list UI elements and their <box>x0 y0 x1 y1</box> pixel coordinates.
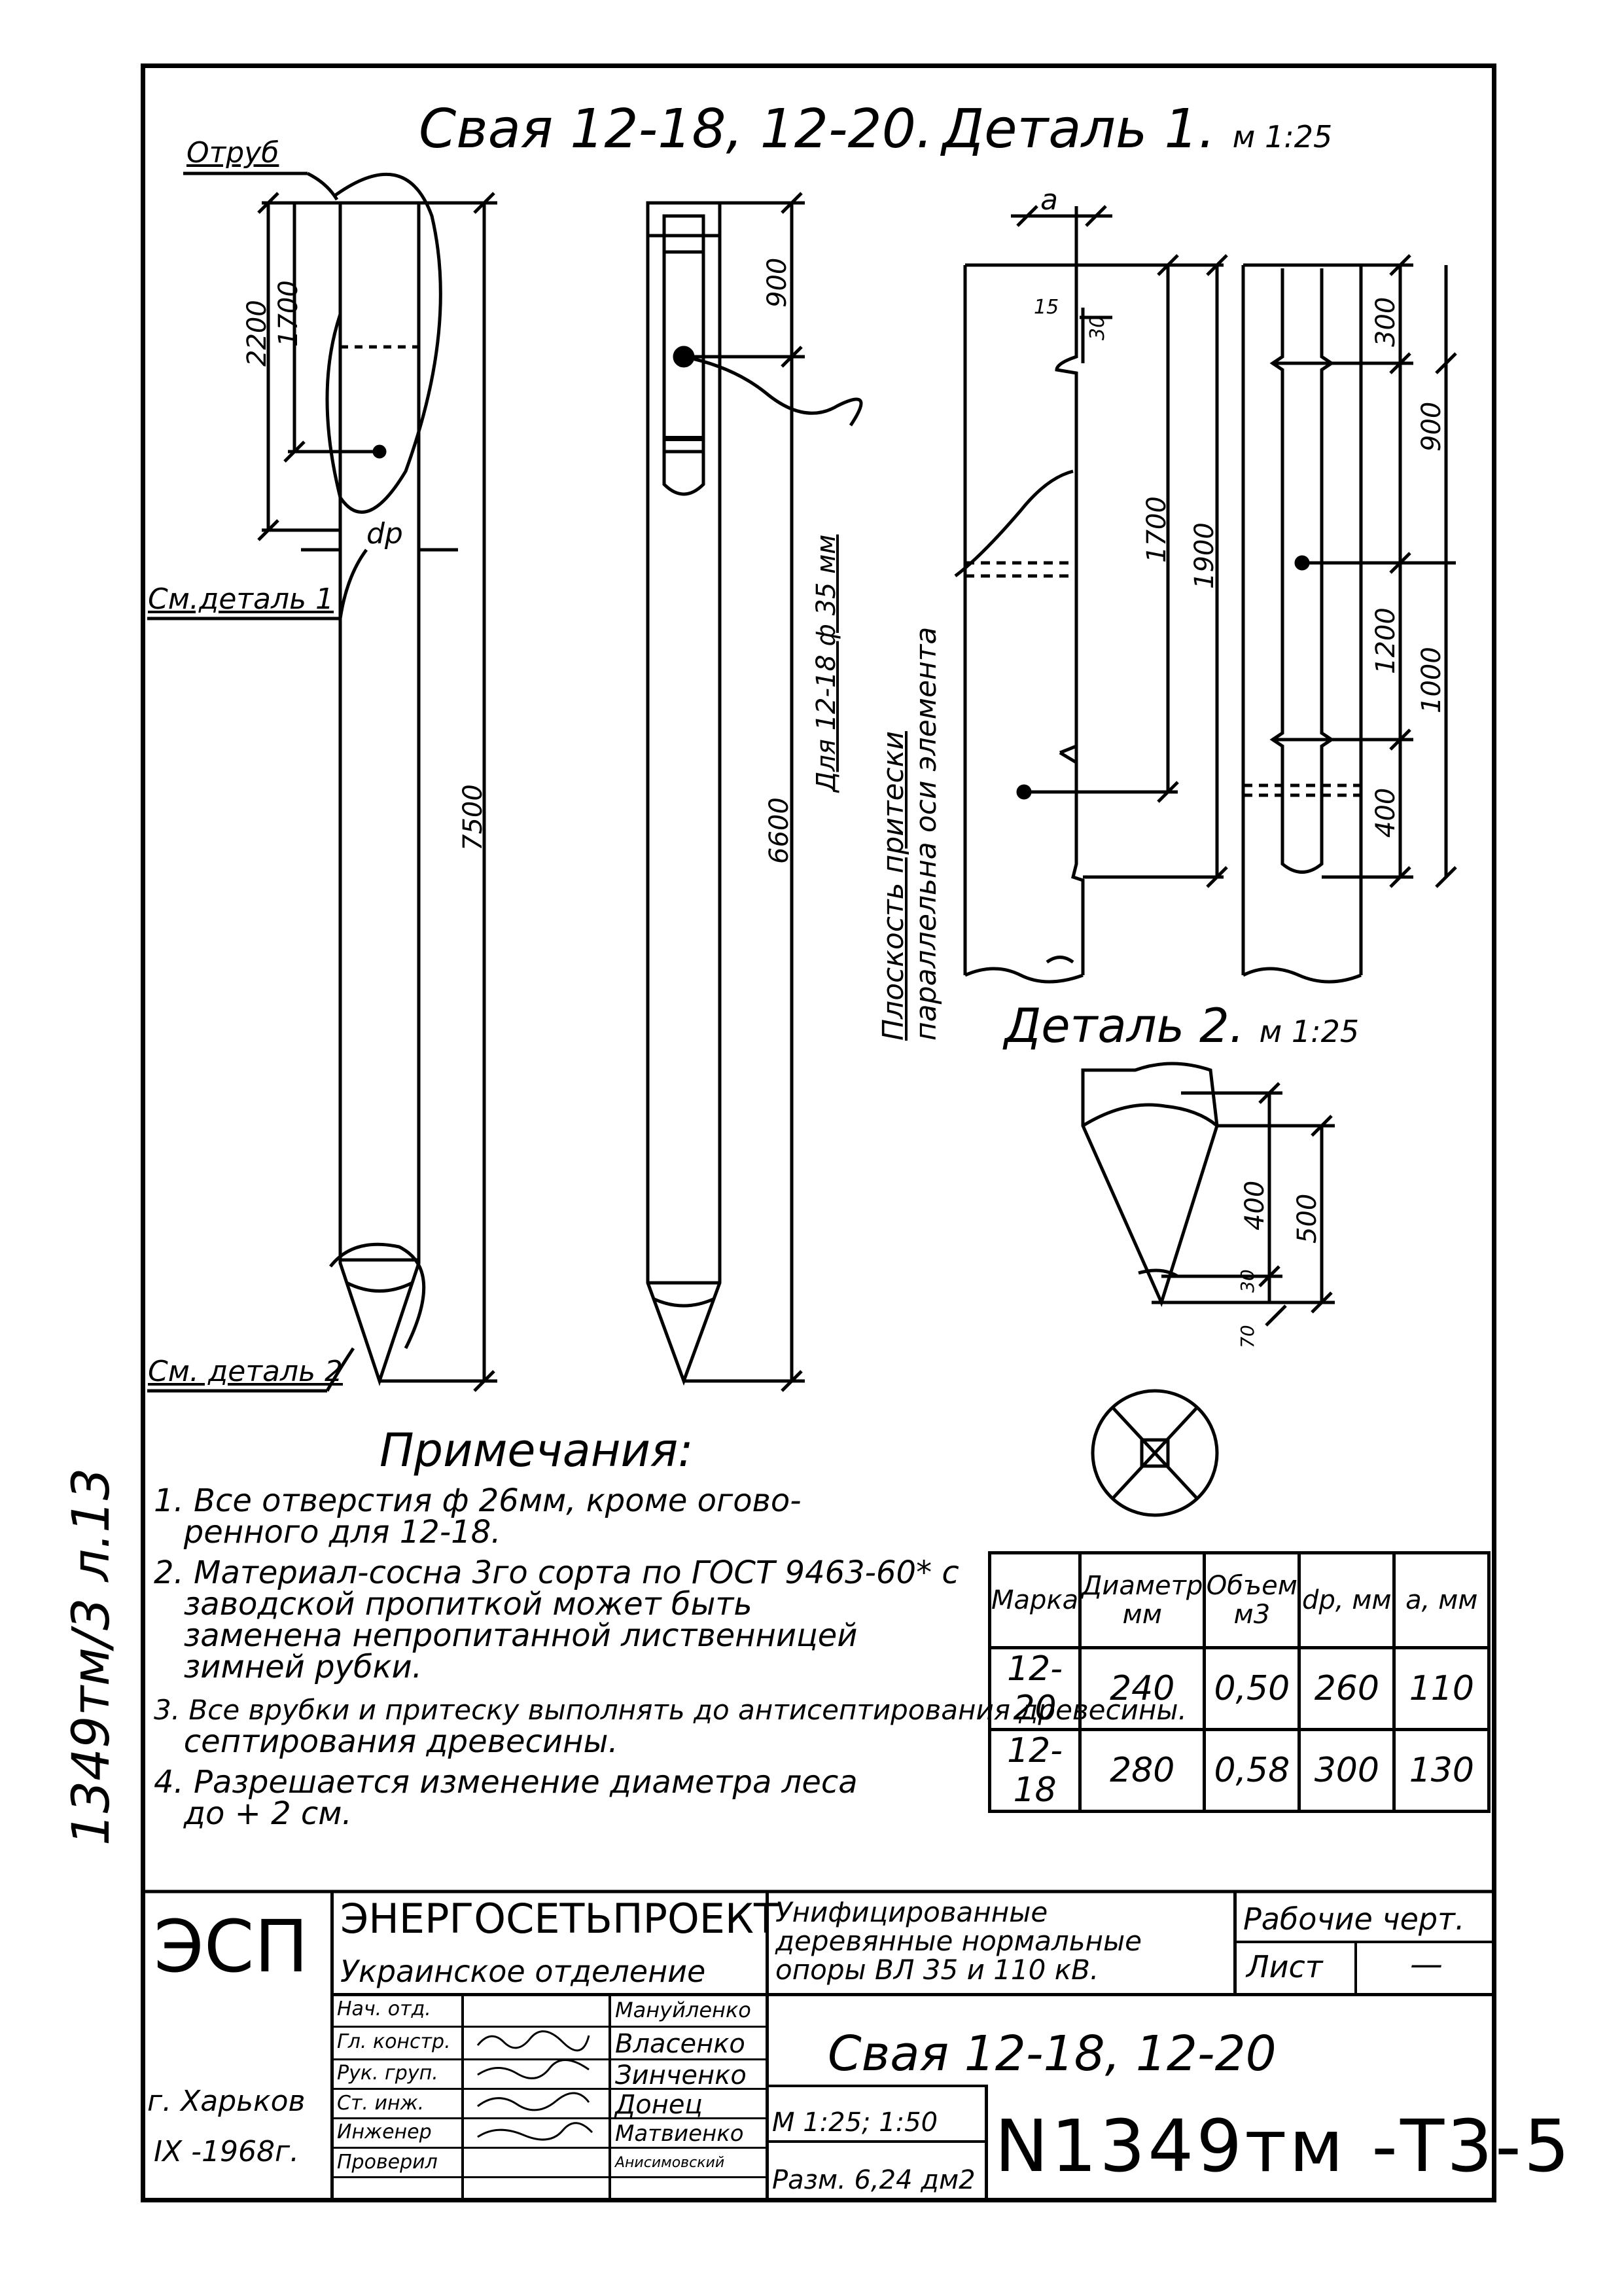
sheet-label: Лист <box>1246 1949 1323 1984</box>
dim-d2-500: 500 <box>1292 1193 1322 1244</box>
dim-a: a <box>1040 183 1058 217</box>
drawing-title-stamp: Свая 12-18, 12-20 <box>828 2026 1277 2082</box>
dim-dp: dр <box>366 517 403 550</box>
detail1-title-text: Деталь 1. <box>942 98 1216 160</box>
detail2-tip-view <box>1081 1062 1335 1517</box>
note-line: 1. Все отверстия ф 26мм, кроме огово- <box>154 1482 802 1519</box>
dim-d2-70: 70 <box>1237 1325 1258 1348</box>
dim-d1-1700: 1700 <box>1142 496 1172 563</box>
detail1-title: Деталь 1. м 1:25 <box>942 98 1332 160</box>
note-line: до + 2 см. <box>154 1795 352 1832</box>
detail2-title-text: Деталь 2. <box>1004 998 1244 1053</box>
dim-d1-1000: 1000 <box>1417 647 1447 713</box>
role-label: Нач. отд. <box>337 1998 431 2020</box>
scale: М 1:25; 1:50 <box>772 2108 938 2138</box>
side-archive-code: 1349тм/3 л.13 <box>62 1467 121 1846</box>
drawing-frame <box>141 63 1496 2202</box>
stage: Рабочие черт. <box>1243 1901 1465 1937</box>
table-cell: 0,58 <box>1203 1728 1301 1813</box>
note-line: ренного для 12-18. <box>154 1514 501 1551</box>
role-name: Донец <box>615 2090 703 2120</box>
role-name: Анисимовский <box>615 2155 725 2171</box>
table-header: Объем м3 <box>1203 1551 1301 1649</box>
table-cell: 280 <box>1078 1728 1207 1813</box>
table-header-row: Марка Диаметр мм Объем м3 dр, мм a, мм <box>987 1551 1491 1649</box>
drawing-title: Свая 12-18, 12-20. <box>419 98 933 160</box>
role-name: Власенко <box>615 2029 745 2059</box>
role-name: Матвиенко <box>615 2121 744 2147</box>
dim-d2-30: 30 <box>1237 1269 1258 1293</box>
detail2-scale: м 1:25 <box>1259 1014 1360 1049</box>
notes-title: Примечания: <box>380 1424 694 1477</box>
city: г. Харьков <box>147 2085 306 2118</box>
note-line: зимней рубки. <box>154 1649 422 1685</box>
label-see-detail1: См.деталь 1 <box>148 583 334 616</box>
dim-d1-1200: 1200 <box>1371 607 1401 674</box>
note-line: заводской пропиткой может быть <box>154 1586 752 1623</box>
role-label: Рук. груп. <box>337 2062 438 2085</box>
dim-d1-400: 400 <box>1371 787 1401 838</box>
note-line: септирования древесины. <box>154 1723 618 1760</box>
table-cell: 0,50 <box>1203 1646 1301 1731</box>
table-cell: 110 <box>1392 1646 1491 1731</box>
dim-1700: 1700 <box>274 280 304 347</box>
role-name: Мануйленко <box>615 1998 751 2022</box>
table-cell: 130 <box>1392 1728 1491 1813</box>
note-line: заменена непропитанной лиственницей <box>154 1617 858 1654</box>
role-label: Проверил <box>337 2151 438 2174</box>
org-division: Украинское отделение <box>340 1954 706 1989</box>
detail1-scale: м 1:25 <box>1232 119 1333 154</box>
title-block: ЭСП ЭНЕРГОСЕТЬПРОЕКТ Украинское отделени… <box>141 1892 1570 2202</box>
pile-left-view <box>147 171 497 1393</box>
table-header: Диаметр мм <box>1078 1551 1207 1649</box>
org-name: ЭНЕРГОСЕТЬПРОЕКТ <box>340 1895 779 1943</box>
label-see-detail2: См. деталь 2 <box>148 1355 344 1388</box>
dim-d1-900: 900 <box>1417 401 1447 452</box>
detail1-front-view <box>1241 254 1457 984</box>
plane-note-line2: параллельна оси элемента <box>909 626 943 1041</box>
date: IX -1968г. <box>154 2135 300 2168</box>
dim-7500: 7500 <box>458 784 488 851</box>
pile-middle-view <box>646 192 863 1392</box>
dim-15: 15 <box>1034 296 1059 319</box>
role-label: Инженер <box>337 2121 432 2144</box>
spec-table: Марка Диаметр мм Объем м3 dр, мм a, мм 1… <box>987 1551 1491 1813</box>
role-label: Гл. констр. <box>337 2030 451 2053</box>
logo: ЭСП <box>154 1905 309 1988</box>
table-row: 12-20 240 0,50 260 110 <box>987 1646 1491 1731</box>
plane-note-line1: Плоскость притески <box>877 731 910 1041</box>
table-header: a, мм <box>1392 1551 1491 1649</box>
dim-d2-400: 400 <box>1240 1180 1270 1230</box>
role-label: Ст. инж. <box>337 2092 425 2115</box>
table-cell: 240 <box>1078 1646 1207 1731</box>
signatures <box>476 2030 593 2141</box>
table-cell: 260 <box>1297 1646 1396 1731</box>
dim-6600: 6600 <box>764 797 794 864</box>
label-otrub: Отруб <box>186 136 279 170</box>
table-row: 12-18 280 0,58 300 130 <box>987 1728 1491 1813</box>
drawing-number: N1349тм -Т3-5 <box>995 2104 1572 2188</box>
detail1-side-view <box>954 205 1228 984</box>
dim-d1-1900: 1900 <box>1190 522 1220 589</box>
table-header: dр, мм <box>1297 1551 1396 1649</box>
dim-30: 30 <box>1086 315 1109 340</box>
table-cell: 300 <box>1297 1728 1396 1813</box>
project-title: Унифицированные деревянные нормальные оп… <box>775 1896 1142 1986</box>
dim-d1-300: 300 <box>1371 296 1401 347</box>
dim-900: 900 <box>762 257 792 308</box>
sheet-value: — <box>1410 1945 1443 1983</box>
table-header: Марка <box>987 1551 1082 1649</box>
hole-note-12-18: Для 12-18 ф 35 мм <box>811 534 841 792</box>
table-cell: 12-20 <box>987 1646 1082 1731</box>
role-name: Зинченко <box>615 2060 747 2090</box>
table-cell: 12-18 <box>987 1728 1082 1813</box>
size: Разм. 6,24 дм2 <box>772 2165 976 2195</box>
detail2-title: Деталь 2. м 1:25 <box>1004 998 1359 1053</box>
dim-2200: 2200 <box>242 300 272 367</box>
note-line: 4. Разрешается изменение диаметра леса <box>154 1764 858 1801</box>
note-line: 2. Материал-сосна 3го сорта по ГОСТ 9463… <box>154 1554 959 1591</box>
